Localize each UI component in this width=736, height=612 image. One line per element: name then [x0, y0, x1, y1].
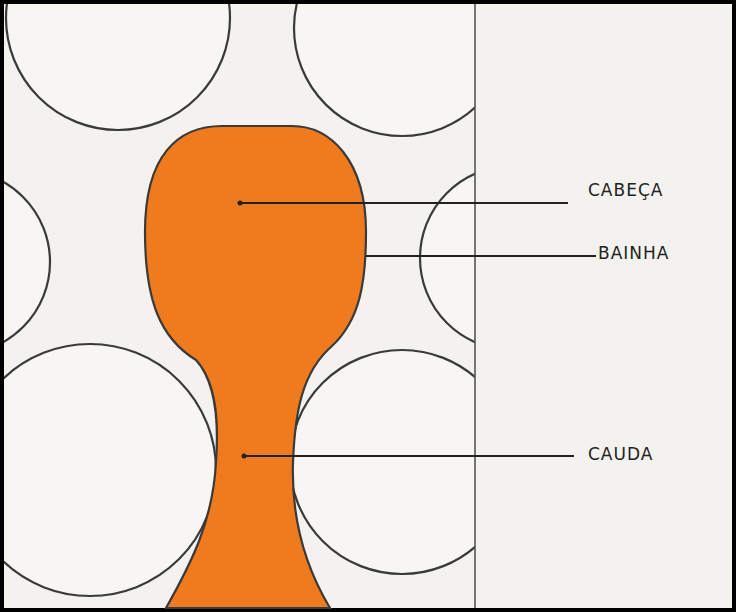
neighbour-cell: [294, 4, 475, 136]
neighbour-cell: [420, 166, 475, 350]
neighbour-cell: [6, 4, 230, 130]
orange-cell: [145, 126, 366, 608]
margin-line: [474, 4, 476, 608]
neighbour-cell: [290, 350, 475, 574]
leader-line: [240, 202, 568, 204]
part-label: BAINHA: [598, 243, 669, 263]
leader-dot: [238, 201, 243, 206]
neighbour-cell: [4, 170, 50, 354]
part-label: CABEÇA: [588, 180, 663, 200]
part-label: CAUDA: [588, 444, 653, 464]
leader-dot: [242, 454, 247, 459]
leader-line: [366, 255, 596, 257]
leader-line: [244, 455, 574, 457]
neighbour-cell: [4, 344, 216, 596]
